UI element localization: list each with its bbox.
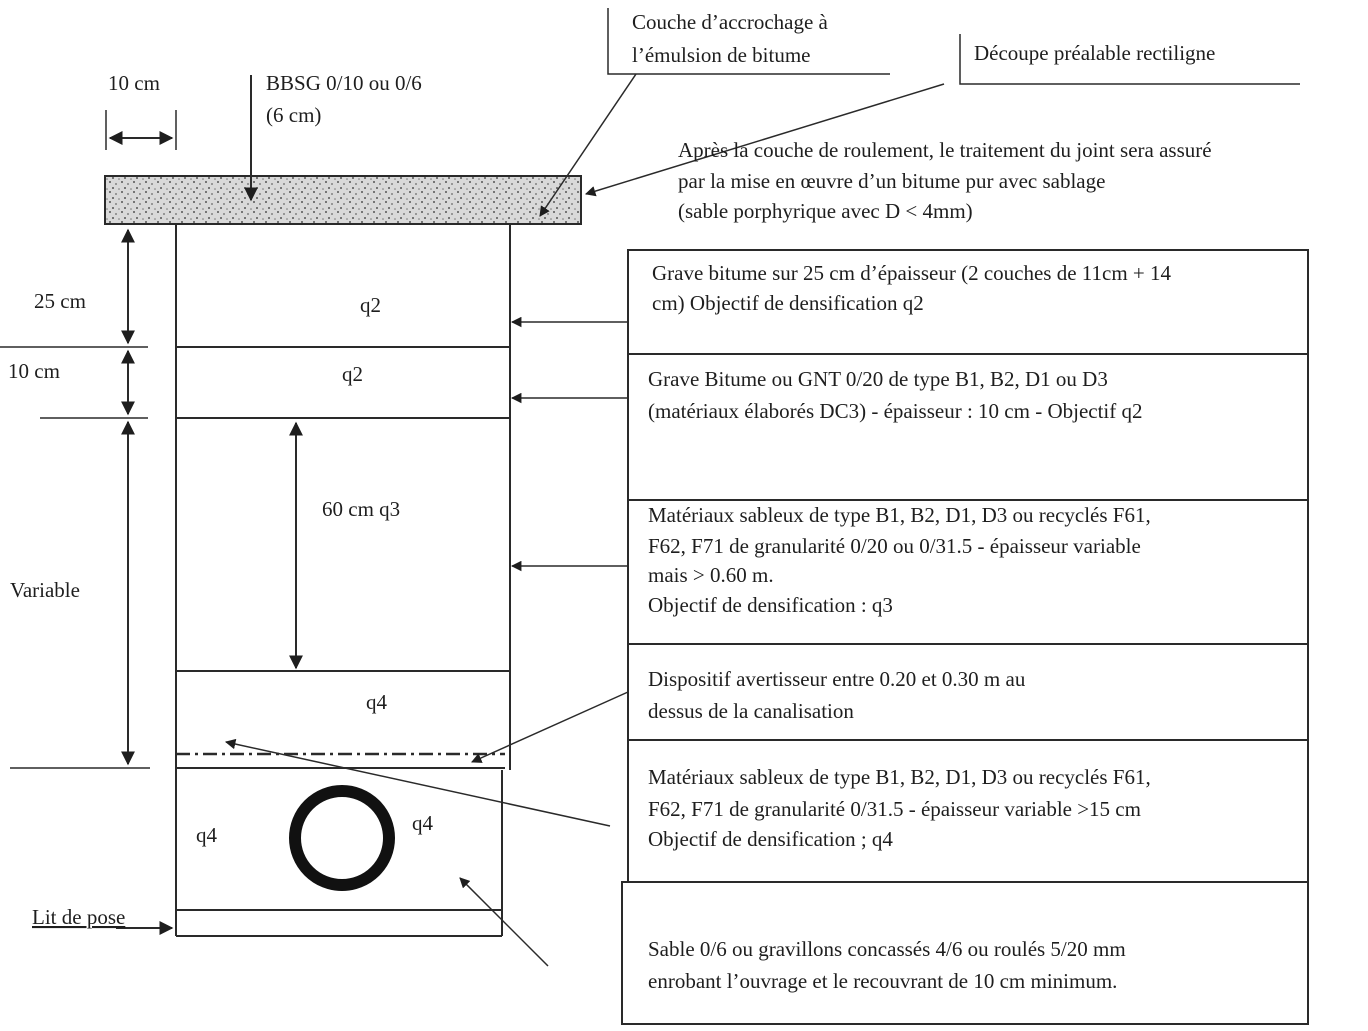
box-5-line2: F62, F71 de granularité 0/31.5 - épaisse… — [648, 797, 1141, 821]
dim-25cm-label: 25 cm — [34, 289, 86, 313]
box-2-line2: (matériaux élaborés DC3) - épaisseur : 1… — [648, 399, 1143, 423]
box-4-line2: dessus de la canalisation — [648, 699, 854, 723]
box-1-line2: cm) Objectif de densification q2 — [652, 291, 924, 315]
bedding-label: Lit de pose — [32, 905, 125, 929]
box-5-arrow — [224, 738, 611, 827]
joint-note-line1: Après la couche de roulement, le traitem… — [678, 138, 1212, 162]
bbsg-label-line1: BBSG 0/10 ou 0/6 — [266, 71, 422, 95]
bbsg-label-line2: (6 cm) — [266, 103, 321, 127]
bbsg-wearing-course — [104, 175, 582, 225]
precut-arrow — [584, 83, 945, 197]
dim-variable-label: Variable — [10, 578, 80, 602]
box-4-arrow — [471, 691, 629, 763]
box-5-line1: Matériaux sableux de type B1, B2, D1, D3… — [648, 765, 1151, 789]
pipe-icon — [289, 785, 395, 891]
layer-1-label: q2 — [360, 293, 381, 317]
box-3-line2: F62, F71 de granularité 0/20 ou 0/31.5 -… — [648, 534, 1141, 558]
box-1-line1: Grave bitume sur 25 cm d’épaisseur (2 co… — [652, 261, 1171, 285]
tack-coat-frame — [607, 8, 890, 75]
box-6-arrow — [459, 877, 549, 967]
tack-coat-label-line2: l’émulsion de bitume — [632, 43, 810, 67]
dim-10cm-vertical-label: 10 cm — [8, 359, 60, 383]
box-6-line1: Sable 0/6 ou gravillons concassés 4/6 ou… — [648, 937, 1126, 961]
layer-4-label: q4 — [366, 690, 388, 714]
box-5-line3: Objectif de densification ; q4 — [648, 827, 893, 851]
tack-coat-label-line1: Couche d’accrochage à — [632, 10, 829, 34]
box-3-line1: Matériaux sableux de type B1, B2, D1, D3… — [648, 503, 1151, 527]
box-3-line3: mais > 0.60 m. — [648, 563, 774, 587]
joint-note-line3: (sable porphyrique avec D < 4mm) — [678, 199, 973, 223]
layer-2-label: q2 — [342, 362, 363, 386]
tack-coat-arrow — [539, 73, 637, 217]
box-4-frame — [627, 643, 1309, 741]
precut-label: Découpe préalable rectiligne — [974, 41, 1215, 65]
pipe-zone-left-label: q4 — [196, 823, 218, 847]
box-6-line2: enrobant l’ouvrage et le recouvrant de 1… — [648, 969, 1117, 993]
box-3-line4: Objectif de densification : q3 — [648, 593, 893, 617]
joint-note-line2: par la mise en œuvre d’un bitume pur ave… — [678, 169, 1105, 193]
dim-10cm-horizontal-label: 10 cm — [108, 71, 160, 95]
precut-frame — [959, 34, 1300, 85]
pipe-zone-right-label: q4 — [412, 811, 434, 835]
box-4-line1: Dispositif avertisseur entre 0.20 et 0.3… — [648, 667, 1026, 691]
dim-60cm-label: 60 cm q3 — [322, 497, 400, 521]
box-6-frame — [621, 881, 1309, 1025]
box-2-line1: Grave Bitume ou GNT 0/20 de type B1, B2,… — [648, 367, 1108, 391]
